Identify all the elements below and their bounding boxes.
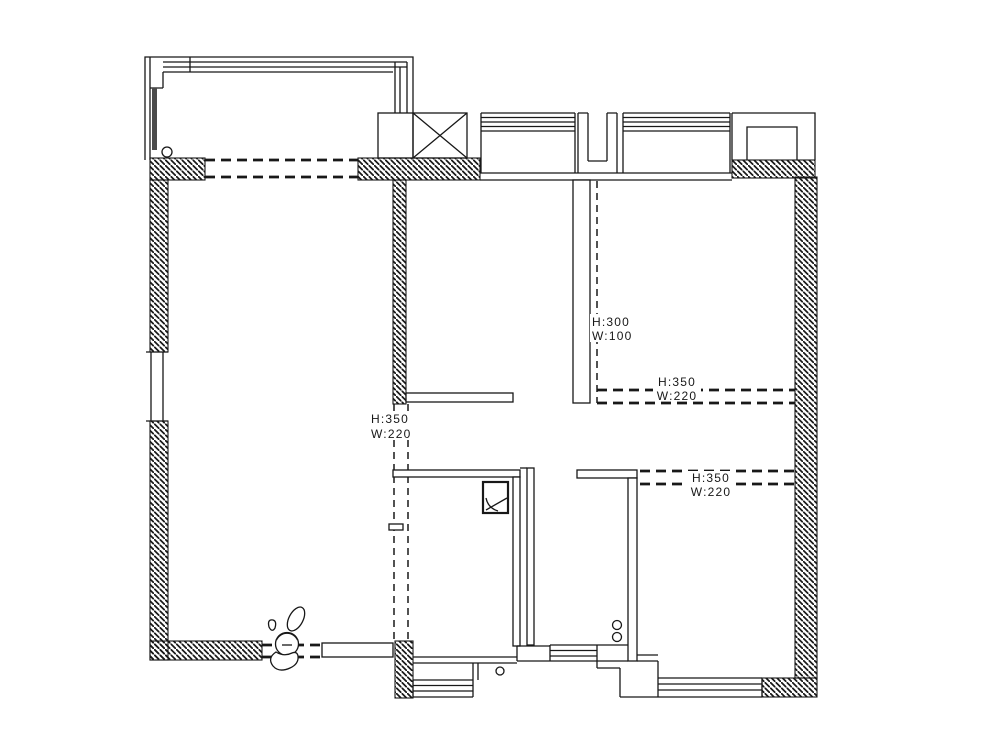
label-bed1-opening: H:350 W:220: [653, 375, 701, 403]
corridor-wall: [526, 467, 535, 646]
label-line-h: H:300: [592, 315, 630, 329]
east-wall: [794, 176, 818, 679]
wall-segment: [149, 157, 206, 181]
southeast-corner-wall: [761, 677, 818, 698]
label-bg: [653, 375, 701, 401]
balcony-outline: [144, 56, 414, 160]
bathroom: [388, 467, 550, 698]
knob-circle-2: [611, 631, 623, 643]
south-wall-living: [149, 640, 263, 661]
drain-circle: [495, 666, 505, 676]
floor-drain-symbol: [481, 480, 510, 515]
label-bed2-opening: H:350 W:220: [687, 471, 735, 499]
bedroom2-wall-stub: [576, 469, 638, 479]
balcony-railing-lines: [163, 61, 408, 113]
label-line-w: W:220: [371, 427, 411, 441]
shaft-box-crossed: [412, 112, 468, 159]
west-wall-lower: [149, 420, 169, 661]
shaft-box: [377, 112, 414, 159]
door-leaf-bar: [321, 642, 394, 658]
drain-box: [481, 480, 510, 515]
bedroom2-opening-dashes: [640, 469, 795, 486]
bathroom-north-wall: [392, 469, 521, 478]
window-glazing-bar: [152, 88, 157, 150]
bathroom-east-wall: [512, 476, 521, 647]
window-south-middle: [549, 644, 598, 662]
label-line-w: W:220: [657, 389, 697, 403]
hall-top-wall: [480, 172, 732, 181]
label-line-w: W:220: [691, 485, 731, 499]
toilet-tank: [286, 606, 306, 632]
west-window: [146, 351, 168, 422]
drain-fold-line: [485, 497, 508, 511]
wall-segment: [731, 159, 816, 179]
north-wall: [149, 157, 816, 181]
toilet-band: [275, 632, 299, 641]
bedroom1: [572, 179, 795, 405]
wall-segment: [357, 157, 481, 181]
label-bath-door: H:350 W:220: [368, 411, 413, 441]
label-bg: [590, 314, 637, 342]
label-line-h: H:350: [658, 375, 696, 389]
window-bay-1: [480, 112, 576, 173]
knob-circle-1: [611, 619, 623, 631]
stub-wall-right: [597, 644, 628, 662]
label-bed1-door: H:300 W:100: [590, 314, 637, 343]
top-right-niche: [731, 112, 816, 160]
interior-wall: [392, 179, 407, 405]
flue-recess: [577, 112, 618, 173]
drain-fold-curve: [485, 497, 499, 512]
perimeter-walls: [146, 176, 818, 699]
duct-shaft: [377, 112, 468, 159]
label-bg: [368, 411, 413, 440]
window-bay-2: [622, 112, 731, 173]
bedroom2-south-bay: [596, 654, 763, 698]
door-threshold: [388, 523, 404, 531]
label-bg: [687, 471, 735, 497]
balcony-opening-dashes: [205, 158, 358, 179]
bathroom-south-wall: [412, 645, 550, 698]
toilet-body: [269, 651, 299, 671]
toilet-arm: [267, 619, 277, 631]
shaft-cross-icon: [412, 112, 468, 159]
label-line-w: W:100: [592, 329, 632, 343]
bedroom1-west-wall: [572, 179, 591, 404]
half-wall-stub: [405, 392, 514, 403]
bedroom2: [576, 469, 795, 698]
west-wall-upper: [149, 179, 169, 353]
balcony: [144, 56, 414, 160]
toilet-figure: [267, 606, 306, 671]
south-pier: [394, 640, 414, 699]
bedroom2-west-wall: [627, 477, 638, 662]
label-line-h: H:350: [692, 471, 730, 485]
door-hinge-circle: [161, 146, 173, 158]
label-line-h: H:350: [371, 412, 409, 426]
